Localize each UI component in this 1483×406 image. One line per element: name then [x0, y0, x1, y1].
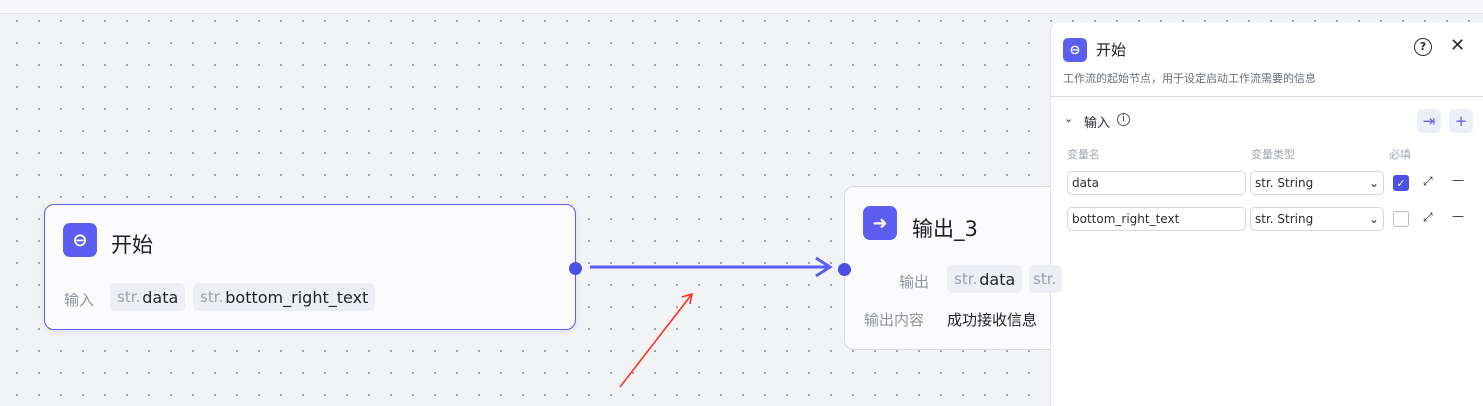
variable-tag: str.data [110, 283, 186, 311]
variable-tag: str.bottom_right_text [193, 283, 376, 311]
section-title: 输入 [1084, 116, 1111, 131]
panel-description: 工作流的起始节点，用于设定启动工作流需要的信息 [1063, 72, 1316, 85]
output-label: 输出 [899, 273, 930, 291]
content-label: 输出内容 [864, 311, 925, 329]
start-icon: ⊖ [1063, 38, 1087, 62]
add-variable-button[interactable]: + [1449, 109, 1473, 133]
output-icon: ➜ [863, 206, 897, 240]
column-header: 必填 [1389, 148, 1411, 161]
chevron-down-icon[interactable]: ⌄ [1064, 112, 1074, 125]
annotation-arrowhead [681, 292, 693, 305]
output-node[interactable]: ➜ 输出_3 输出 str.data str. 输出内容 成功接收信息 [844, 186, 1074, 350]
annotation-arrow [619, 293, 693, 388]
required-checkbox[interactable] [1393, 211, 1409, 227]
variable-name-input[interactable]: bottom_right_text [1067, 207, 1246, 231]
column-header: 变量名 [1067, 148, 1100, 161]
expand-icon[interactable]: ⤢ [1423, 210, 1433, 224]
node-title: 开始 [111, 233, 153, 257]
input-port[interactable] [838, 263, 851, 276]
import-button[interactable]: ⇥ [1417, 109, 1441, 133]
variable-name-input[interactable]: data [1067, 171, 1246, 195]
variable-type-select[interactable]: str. String⌄ [1250, 207, 1384, 231]
help-icon[interactable]: ? [1414, 38, 1432, 56]
top-bar [0, 0, 1483, 14]
node-settings-panel: ⊖ 开始 ? ✕ 工作流的起始节点，用于设定启动工作流需要的信息 ⌄ 输入 i … [1050, 23, 1483, 406]
panel-title: 开始 [1096, 41, 1127, 59]
remove-icon[interactable]: — [1452, 173, 1464, 187]
input-label: 输入 [64, 291, 95, 309]
remove-icon[interactable]: — [1452, 209, 1464, 223]
expand-icon[interactable]: ⤢ [1423, 174, 1433, 188]
edge-arrowhead [815, 256, 833, 278]
required-checkbox[interactable]: ✓ [1393, 175, 1409, 191]
start-icon: ⊖ [63, 223, 97, 257]
start-node[interactable]: ⊖ 开始 输入 str.data str.bottom_right_text [44, 204, 576, 330]
chevron-down-icon: ⌄ [1368, 176, 1379, 190]
close-icon[interactable]: ✕ [1450, 35, 1466, 56]
variable-tag: str. [1029, 265, 1063, 293]
divider [1051, 96, 1483, 97]
variable-tag: str.data [947, 265, 1023, 293]
output-port[interactable] [569, 262, 582, 275]
chevron-down-icon: ⌄ [1368, 212, 1379, 226]
node-title: 输出_3 [912, 217, 978, 241]
variable-type-select[interactable]: str. String⌄ [1250, 171, 1384, 195]
content-value: 成功接收信息 [947, 311, 1038, 329]
info-icon[interactable]: i [1117, 113, 1130, 126]
column-header: 变量类型 [1251, 148, 1295, 161]
